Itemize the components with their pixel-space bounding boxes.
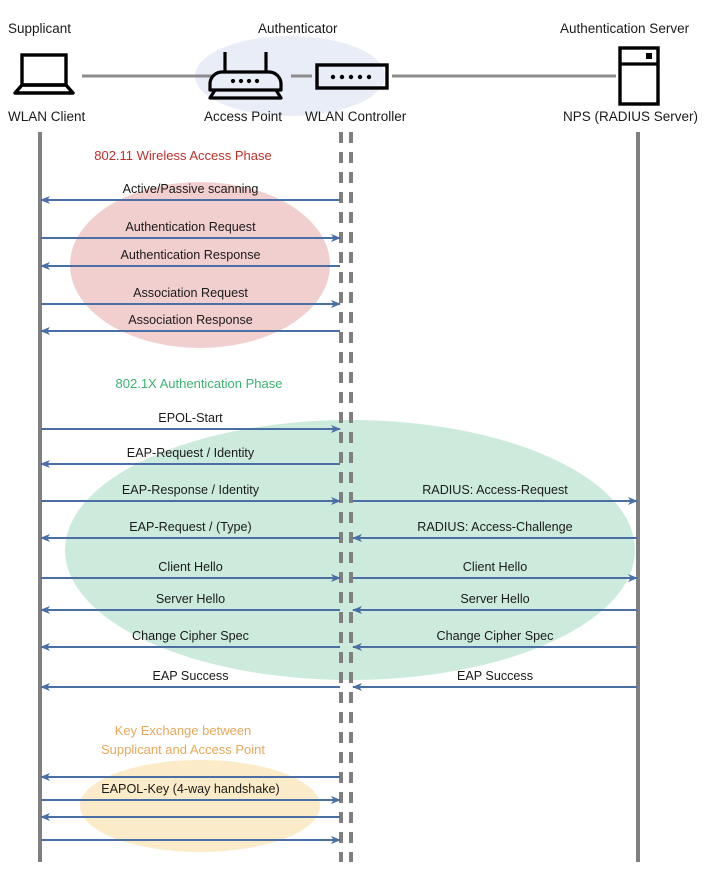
device-label-access-point: Access Point	[204, 109, 282, 124]
phase-label-8021x: 802.1X Authentication Phase	[116, 376, 283, 391]
device-label-wlan-client: WLAN Client	[8, 109, 86, 124]
message-right-label: Change Cipher Spec	[437, 629, 554, 643]
message-left-label: EAP-Response / Identity	[122, 483, 260, 497]
device-label-wlan-controller: WLAN Controller	[305, 109, 407, 124]
message-right-label: EAP Success	[457, 669, 533, 683]
wireless-router-icon	[208, 52, 283, 100]
message-left-label: EAP-Request / (Type)	[129, 520, 252, 534]
message-left-label: EAP Success	[152, 669, 228, 683]
role-title-authentication-server: Authentication Server	[560, 21, 690, 36]
laptop-icon	[13, 53, 75, 95]
authenticator-group-ellipse	[195, 36, 385, 116]
message-left-label: Change Cipher Spec	[132, 629, 249, 643]
message-left-label: Association Response	[128, 313, 253, 327]
wlan-controller-icon	[315, 63, 389, 90]
role-title-supplicant: Supplicant	[8, 21, 71, 36]
message-left-label: Server Hello	[156, 592, 225, 606]
message-right-label: RADIUS: Access-Challenge	[417, 520, 572, 534]
message-right-label: RADIUS: Access-Request	[422, 483, 568, 497]
message-left-label: Active/Passive scanning	[123, 182, 259, 196]
server-icon	[618, 46, 660, 106]
message-left-label: EAPOL-Key (4-way handshake)	[101, 782, 280, 796]
message-left-label: Authentication Response	[120, 248, 260, 262]
phase-label-key-exchange-line2: Supplicant and Access Point	[101, 742, 265, 757]
message-right-label: Server Hello	[460, 592, 529, 606]
phase-label-key-exchange-line1: Key Exchange between	[115, 723, 252, 738]
phase-label-80211: 802.11 Wireless Access Phase	[94, 148, 272, 163]
message-left-label: Authentication Request	[125, 220, 256, 234]
message-left-label: Association Request	[133, 286, 248, 300]
message-left-label: EPOL-Start	[158, 411, 223, 425]
phase-ellipse-80211	[70, 182, 330, 348]
message-left-label: Client Hello	[158, 560, 222, 574]
message-left-label: EAP-Request / Identity	[127, 446, 255, 460]
device-label-nps-radius-server: NPS (RADIUS Server)	[563, 109, 698, 124]
role-title-authenticator: Authenticator	[258, 21, 338, 36]
message-right-label: Client Hello	[463, 560, 527, 574]
access-point-leds	[230, 78, 260, 84]
phase-ellipse-8021x	[65, 420, 635, 680]
phase-ellipse-key-exchange	[80, 760, 320, 852]
